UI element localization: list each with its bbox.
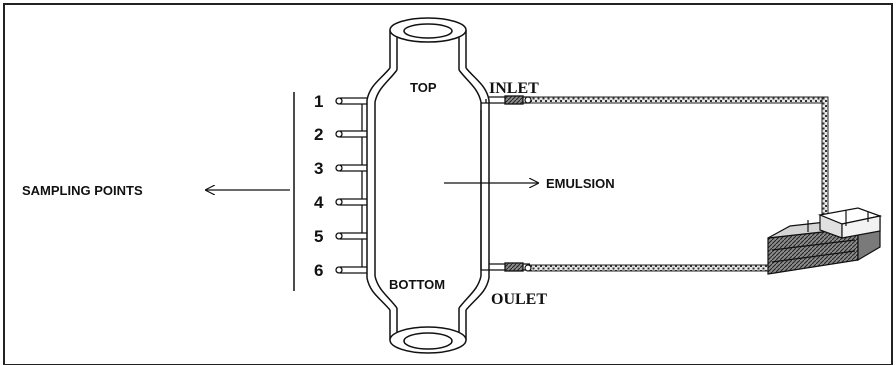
sampling-point-2: 2 (314, 125, 323, 144)
outlet-connector (481, 262, 530, 272)
sampling-points-label: SAMPLING POINTS (22, 183, 143, 198)
top-label: TOP (410, 80, 437, 95)
inlet-label: INLET (489, 80, 539, 97)
sampling-point-4: 4 (314, 193, 324, 212)
outlet-label: OULET (491, 291, 547, 308)
inlet-tubing (524, 96, 829, 238)
sampling-point-5: 5 (314, 227, 323, 246)
emulsion-label: EMULSION (546, 176, 615, 191)
tank (767, 207, 883, 275)
sampling-point-6: 6 (314, 261, 323, 280)
column-vessel (366, 30, 490, 340)
outlet-tubing (524, 264, 779, 272)
bottom-label: BOTTOM (389, 277, 445, 292)
sampling-point-3: 3 (314, 159, 323, 178)
sampling-point-1: 1 (314, 92, 323, 111)
inlet-connector (481, 95, 530, 105)
sampling-ports (335, 97, 367, 274)
figure-frame (3, 3, 893, 365)
column-bottom-opening (389, 326, 467, 354)
column-top-opening (389, 17, 467, 43)
